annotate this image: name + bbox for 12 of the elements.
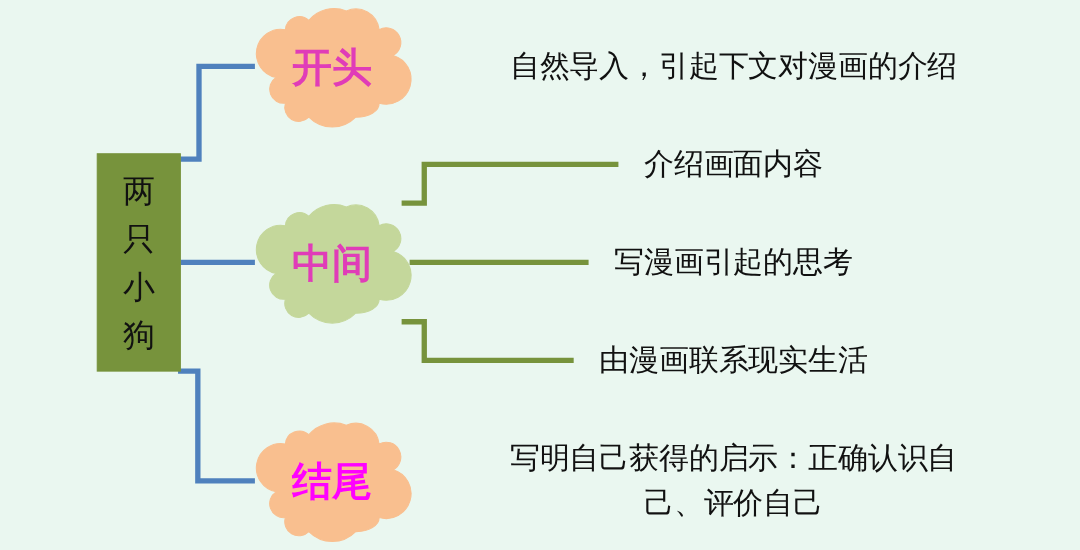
connector <box>401 319 574 364</box>
connector <box>409 259 589 266</box>
node-text: 介绍画面内容 <box>643 146 823 182</box>
node-label: 自然导入，引起下文对漫画的介绍 <box>509 48 958 84</box>
connector <box>178 368 255 484</box>
node-text: 写漫画引起的思考 <box>614 244 853 280</box>
connector <box>401 161 619 206</box>
node-box: 两只小狗 <box>96 153 181 372</box>
node-text: 由漫画联系现实生活 <box>599 342 868 378</box>
node-label: 写明自己获得的启示：正确认识自己、评价自己 <box>509 440 958 521</box>
connector <box>180 259 255 266</box>
connector <box>180 63 255 162</box>
